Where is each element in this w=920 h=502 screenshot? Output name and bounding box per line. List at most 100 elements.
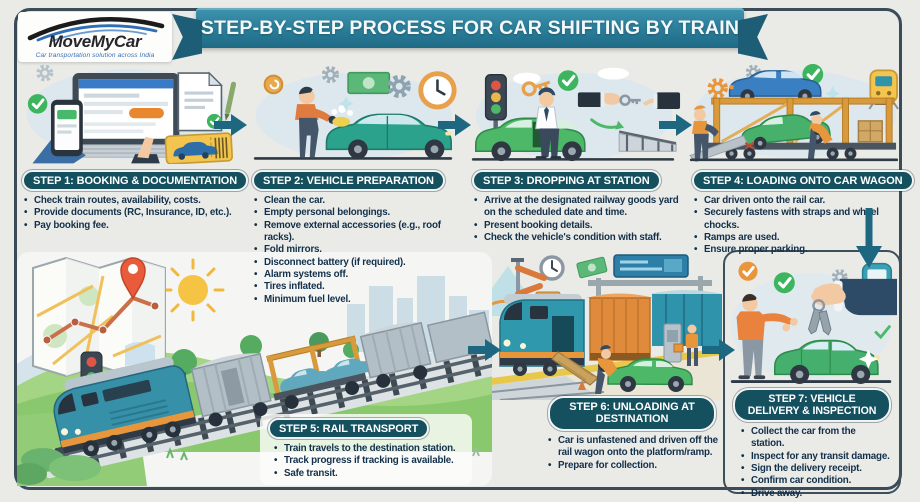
bullet-item: Fold mirrors. — [254, 244, 460, 257]
bullet-item: Drive away. — [741, 488, 891, 501]
flow-arrow-right-3-icon — [659, 114, 692, 136]
step-6-illustration — [492, 254, 722, 400]
bullet-item: Ensure proper parking. — [694, 244, 902, 257]
train-front-icon — [868, 69, 899, 110]
money-icon — [347, 71, 391, 95]
step-7-title: STEP 7: VEHICLE DELIVERY & INSPECTION — [733, 388, 891, 422]
traffic-light-icon — [484, 73, 507, 156]
worker-figure — [595, 345, 617, 394]
step-7-illustration — [730, 260, 897, 384]
bullet-item: Check the vehicle's condition with staff… — [474, 232, 680, 245]
bullet-item: Train travels to the destination station… — [274, 443, 464, 456]
sparkle-icon — [858, 349, 878, 369]
step-3-bullets: Arrive at the designated railway goods y… — [464, 195, 682, 245]
pen-icon — [224, 81, 237, 121]
ribbon-tail-right-icon — [738, 14, 768, 60]
bushes-icon — [17, 448, 101, 485]
worker-figure — [691, 105, 719, 160]
locomotive-icon — [53, 356, 197, 457]
logo-tagline: Car transportation solution across India — [35, 52, 155, 59]
bullet-item: Alarm systems off. — [254, 269, 460, 282]
ground-line — [730, 380, 892, 383]
sun-icon — [161, 258, 225, 322]
check-icon — [26, 92, 49, 116]
step-2-illustration — [253, 66, 457, 160]
ground-line — [253, 157, 453, 160]
bullet-item: Disconnect battery (if required). — [254, 257, 460, 270]
step-4-section: STEP 4: LOADING ONTO CAR WAGON Car drive… — [684, 56, 914, 257]
bullet-item: Car is unfastened and driven off the rai… — [548, 435, 724, 460]
step-6-bullets: Car is unfastened and driven off the rai… — [538, 435, 726, 472]
laptop-icon — [52, 73, 200, 158]
unloading-ramp-icon — [551, 351, 599, 386]
step-7-section: STEP 7: VEHICLE DELIVERY & INSPECTION Co… — [731, 388, 893, 500]
green-car-icon — [325, 113, 452, 160]
location-pin-icon — [120, 257, 146, 300]
step-3-section: STEP 3: DROPPING AT STATION Arrive at th… — [464, 56, 682, 245]
ticket-machine-icon — [663, 323, 682, 363]
title-banner: STEP-BY-STEP PROCESS FOR CAR SHIFTING BY… — [172, 8, 768, 60]
bullet-item: Arrive at the designated railway goods y… — [474, 195, 680, 220]
ribbon-tail-left-icon — [172, 14, 202, 60]
green-car-icon — [741, 114, 831, 150]
bullet-item: Present booking details. — [474, 220, 680, 233]
logo: MoveMyCar Car transportation solution ac… — [18, 12, 172, 62]
step-3-title: STEP 3: DROPPING AT STATION — [472, 170, 661, 191]
bullet-item: Tires inflated. — [254, 281, 460, 294]
bullet-item: Provide documents (RC, Insurance, ID, et… — [24, 207, 240, 220]
money-icon — [576, 256, 608, 279]
bullet-item: Inspect for any transit damage. — [741, 451, 891, 464]
step-4-title: STEP 4: LOADING ONTO CAR WAGON — [692, 170, 914, 191]
bullet-item: Check train routes, availability, costs. — [24, 195, 240, 208]
key-handover-icon — [577, 92, 681, 130]
smartphone-icon — [32, 99, 86, 164]
bullet-item: Securely fastens with straps and wheel c… — [694, 207, 902, 232]
step-5-title: STEP 5: RAIL TRANSPORT — [268, 418, 430, 439]
step-3-illustration — [471, 67, 681, 162]
crate-icon — [857, 120, 883, 143]
step-2-title: STEP 2: VEHICLE PREPARATION — [252, 170, 445, 191]
step-1-title: STEP 1: BOOKING & DOCUMENTATION — [22, 170, 249, 191]
ground-line — [471, 158, 675, 161]
step-4-bullets: Car driven onto the rail car.Securely fa… — [684, 195, 904, 257]
step-1-bullets: Check train routes, availability, costs.… — [14, 195, 242, 232]
bullet-item: Remove external accessories (e.g., roof … — [254, 220, 460, 245]
check-icon — [874, 325, 891, 340]
step-2-section: STEP 2: VEHICLE PREPARATION Clean the ca… — [244, 56, 462, 306]
bullet-item: Minimum fuel level. — [254, 294, 460, 307]
ground-line — [689, 158, 899, 162]
boxcar-icon — [358, 321, 432, 388]
bullet-item: Sign the delivery receipt. — [741, 463, 891, 476]
bullet-item: Car driven onto the rail car. — [694, 195, 902, 208]
step-5-illustration — [17, 252, 492, 486]
step-6-title: STEP 6: UNLOADING AT DESTINATION — [548, 396, 716, 431]
check-icon — [556, 68, 580, 93]
flow-arrow-right-5-icon — [468, 339, 501, 361]
bullet-item: Safe transit. — [274, 468, 464, 481]
sparkle-icon — [338, 96, 354, 111]
document-icon — [177, 71, 223, 132]
bullet-item: Confirm car condition. — [741, 475, 891, 488]
bullet-item: Collect the car from the station. — [741, 426, 891, 451]
owner-figure — [736, 294, 798, 380]
bullet-item: Pay booking fee. — [24, 220, 240, 233]
sparkle-icon — [825, 86, 841, 102]
route-map-icon — [32, 256, 166, 378]
bullet-item: Track progress if tracking is available. — [274, 455, 464, 468]
hand-with-keys-icon — [808, 278, 897, 336]
step-6-section: STEP 6: UNLOADING AT DESTINATION Car is … — [538, 396, 726, 472]
coin-icon — [263, 74, 284, 95]
freight-train-icon — [41, 311, 492, 479]
step-7-bullets: Collect the car from the station.Inspect… — [731, 426, 893, 500]
worker-figure — [673, 324, 698, 366]
car-ticket-icon — [164, 132, 233, 164]
bullet-item: Prepare for collection. — [548, 460, 724, 473]
bullet-item: Empty personal belongings. — [254, 207, 460, 220]
flow-arrow-right-2-icon — [438, 114, 471, 136]
flow-arrow-down-icon — [856, 208, 882, 268]
train-engine-icon — [499, 294, 585, 376]
clock-icon — [418, 71, 457, 110]
step-2-bullets: Clean the car.Empty personal belongings.… — [244, 195, 462, 306]
step-1-section: STEP 1: BOOKING & DOCUMENTATION Check tr… — [14, 56, 249, 232]
